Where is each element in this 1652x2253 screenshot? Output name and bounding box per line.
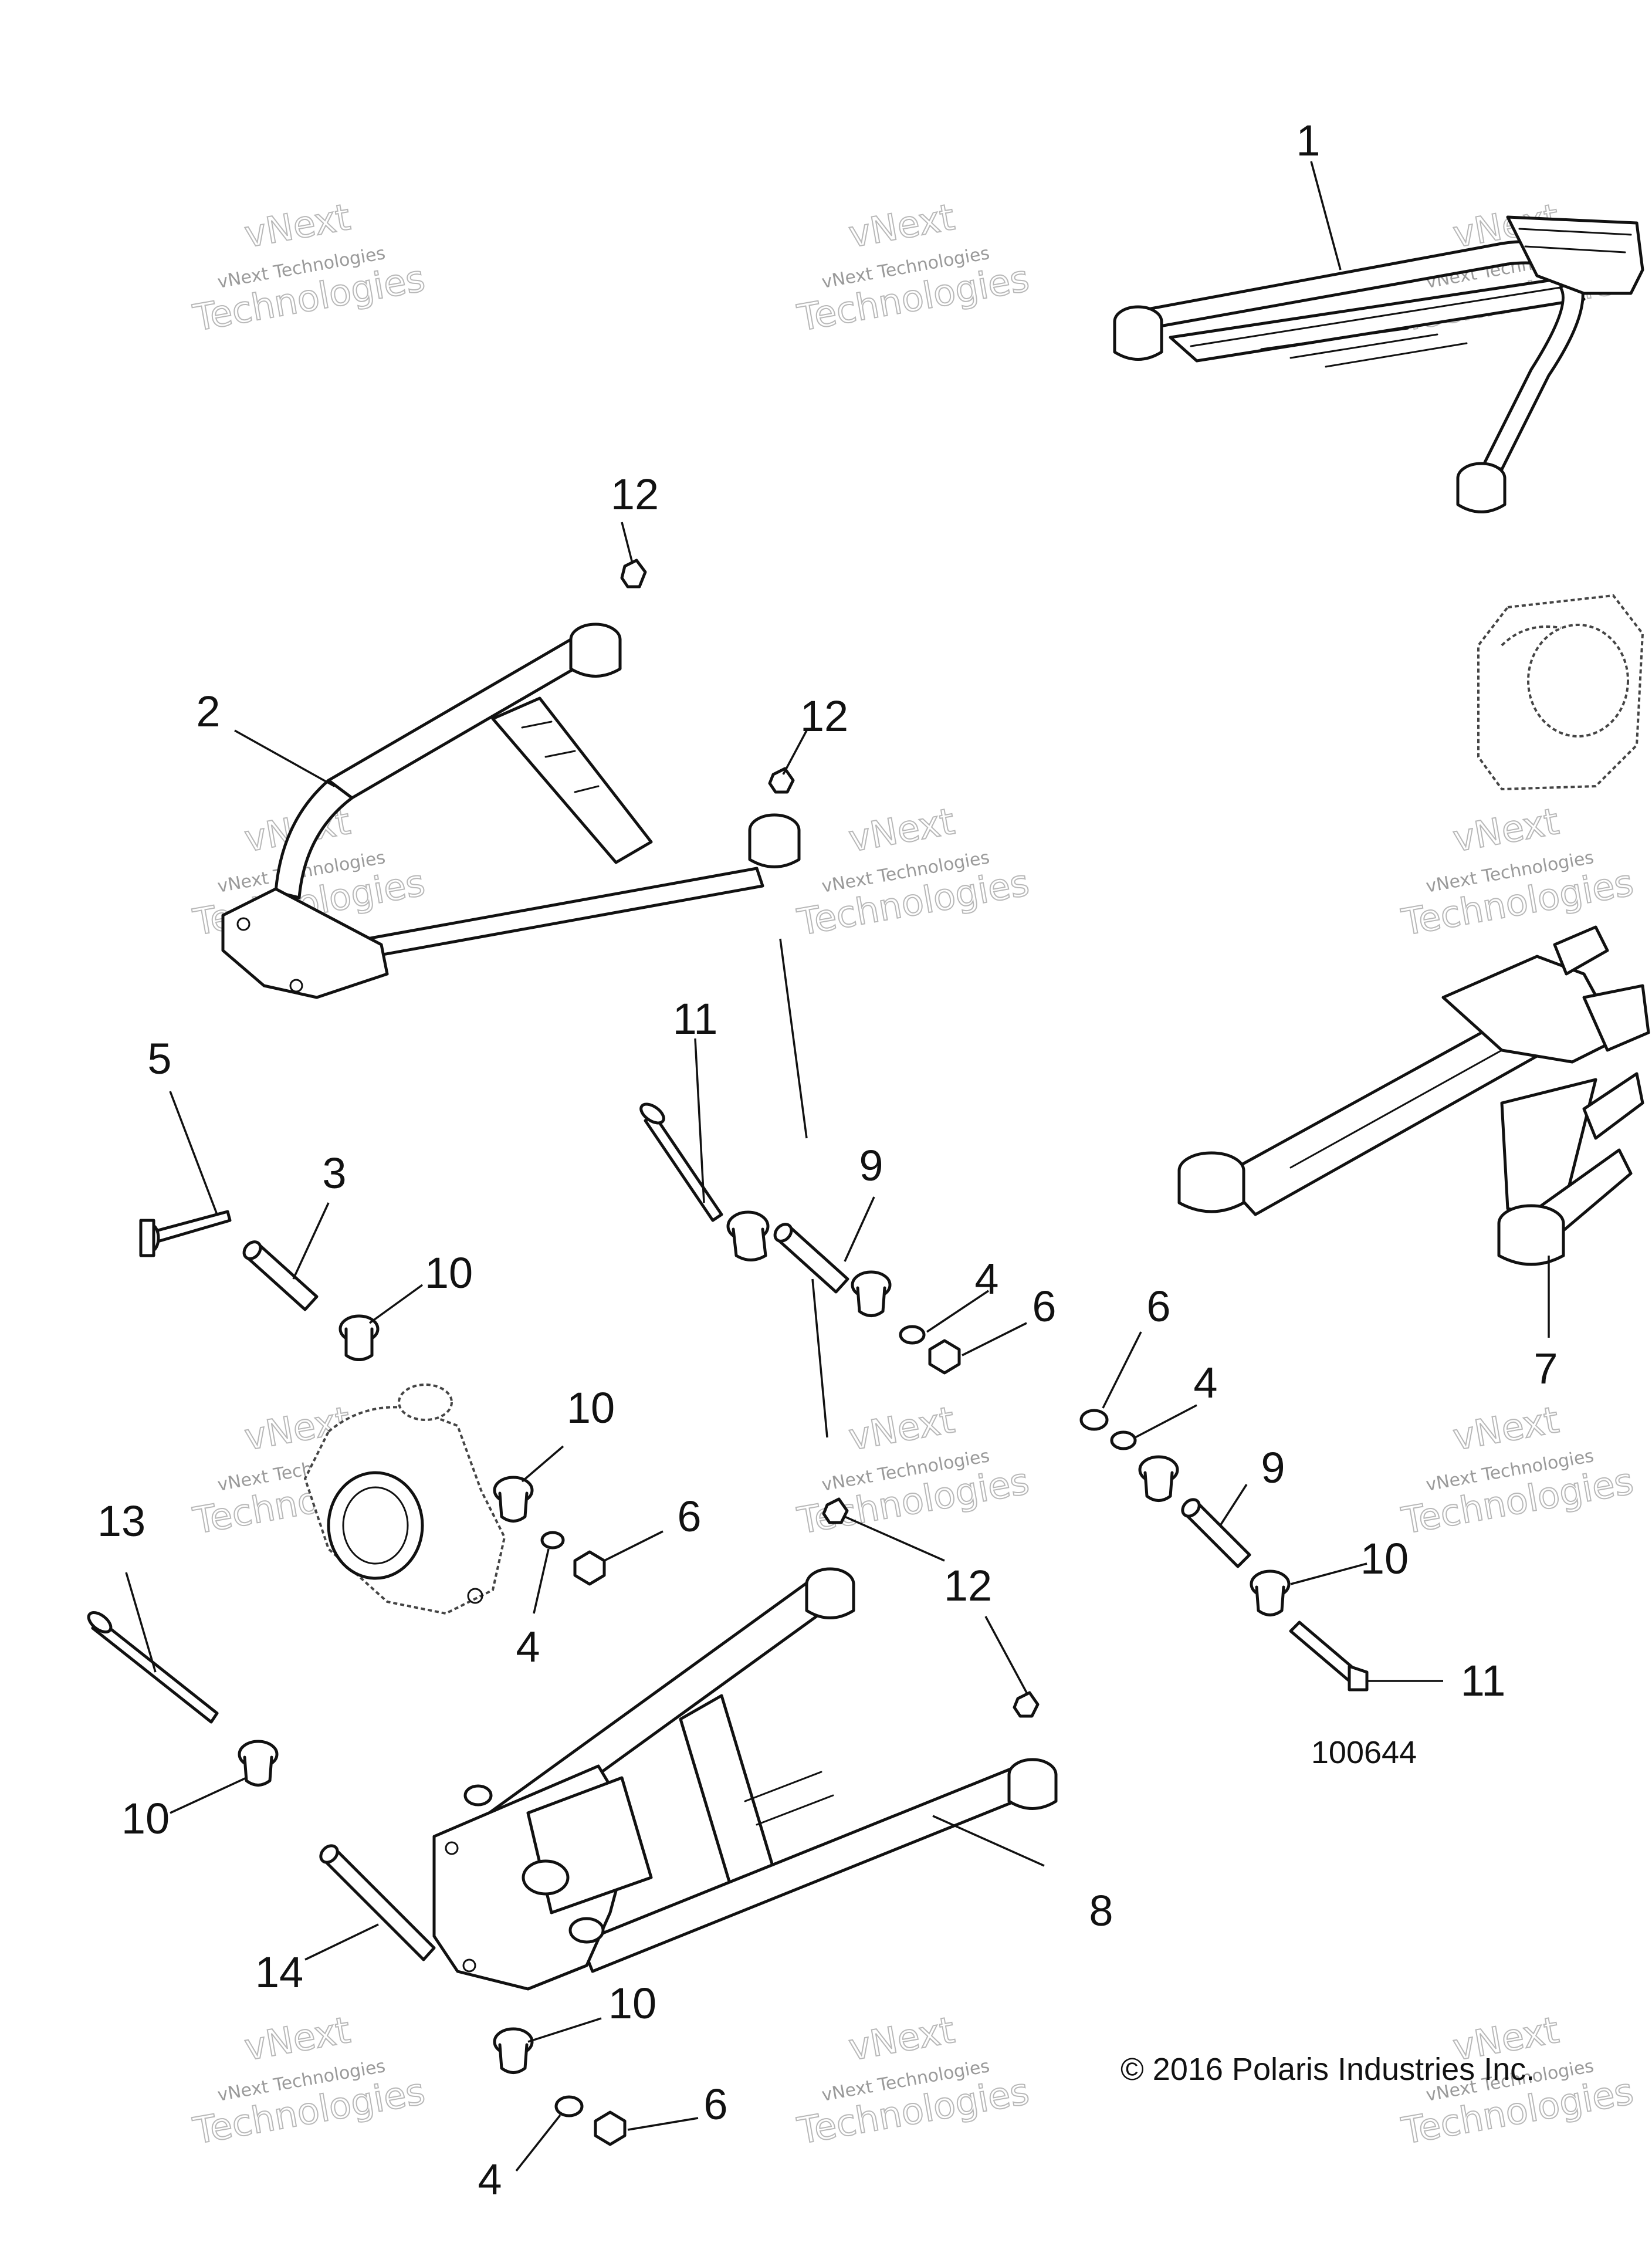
washer-4-a — [899, 1325, 926, 1345]
callout-10-c: 10 — [1360, 1534, 1409, 1583]
grease-fitting-12-d — [1013, 1691, 1040, 1718]
callout-4-a: 4 — [974, 1254, 998, 1303]
sleeve-14 — [319, 1844, 436, 1961]
nut-6-c — [573, 1550, 606, 1586]
callout-4-c: 4 — [516, 1622, 540, 1671]
watermark-line1: vNext — [1450, 800, 1562, 860]
bolt-11-b — [1289, 1621, 1369, 1692]
washer-4-b — [1110, 1430, 1137, 1450]
washer-4-d — [554, 2095, 584, 2117]
sleeve-3 — [242, 1240, 319, 1311]
upper-a-arm-1 — [1113, 215, 1644, 513]
callout-5: 5 — [147, 1034, 171, 1083]
sleeve-9-a — [773, 1223, 849, 1294]
bearing-carrier — [303, 1383, 506, 1615]
callout-6-b: 6 — [1146, 1282, 1170, 1331]
callout-12-a: 12 — [611, 470, 659, 519]
bushing-center — [851, 1270, 892, 1317]
callout-7: 7 — [1533, 1344, 1558, 1393]
bushing-10-b — [1250, 1569, 1291, 1616]
callout-4-d: 4 — [478, 2155, 502, 2204]
callout-13: 13 — [97, 1497, 145, 1545]
copyright: © 2016 Polaris Industries Inc. — [1120, 2052, 1535, 2087]
callout-10-a: 10 — [425, 1249, 473, 1297]
callout-11-b: 11 — [1461, 1656, 1506, 1705]
callout-9-b: 9 — [1261, 1443, 1285, 1492]
bearing-carrier-ghost-upper — [1477, 594, 1644, 791]
watermark-line1: vNext — [845, 2008, 957, 2069]
callout-8: 8 — [1089, 1886, 1113, 1935]
callout-14: 14 — [255, 1948, 303, 1997]
nut-6-a — [928, 1339, 961, 1375]
watermark-line1: vNext — [845, 1398, 957, 1459]
nut-6-d — [594, 2110, 627, 2146]
callout-2: 2 — [196, 687, 220, 736]
figure-number: 100644 — [1311, 1735, 1417, 1770]
callout-11-a: 11 — [673, 994, 718, 1043]
watermark-line1: vNext — [845, 800, 957, 860]
callout-6-d: 6 — [703, 2080, 727, 2129]
callout-10-b: 10 — [567, 1383, 615, 1432]
callout-labels: 1 12 2 12 5 11 3 9 10 4 6 6 4 7 10 9 6 1… — [97, 116, 1558, 2204]
bushing-10-d — [238, 1740, 279, 1787]
lower-a-arm-7 — [1177, 925, 1650, 1266]
bolt-11-a — [639, 1102, 723, 1222]
bushing-right — [1138, 1455, 1179, 1502]
callout-9-a: 9 — [859, 1141, 883, 1190]
bolt-5 — [139, 1210, 232, 1257]
callout-12-c: 12 — [944, 1561, 992, 1610]
callout-4-b: 4 — [1193, 1358, 1217, 1407]
nut-6-b — [1079, 1409, 1109, 1431]
sleeve-9-b — [1181, 1498, 1251, 1568]
grease-fitting-12-c — [822, 1497, 849, 1524]
bushing-10-a — [338, 1314, 380, 1361]
callout-1: 1 — [1296, 116, 1320, 165]
grease-fitting-12-b — [768, 767, 795, 794]
bushing-10-c — [493, 1476, 534, 1523]
grease-fitting-12-a — [620, 559, 647, 588]
leader-lines — [125, 161, 1550, 2172]
watermark-line1: vNext — [241, 2008, 353, 2069]
washer-4-c — [540, 1531, 565, 1550]
lower-a-arm-8 — [432, 1567, 1058, 1991]
callout-3: 3 — [322, 1149, 346, 1197]
watermark-line1: vNext — [1450, 1398, 1562, 1459]
callout-10-d: 10 — [121, 1794, 170, 1843]
callout-12-b: 12 — [800, 692, 848, 740]
watermark-line1: vNext — [241, 195, 353, 256]
bushing-11-a — [726, 1210, 770, 1261]
callout-6-a: 6 — [1032, 1282, 1056, 1331]
callout-6-c: 6 — [677, 1492, 701, 1541]
bolt-13 — [87, 1611, 219, 1724]
callout-10-e: 10 — [608, 1979, 656, 2028]
watermark-line1: vNext — [845, 195, 957, 256]
bushing-10-e — [493, 2027, 534, 2074]
upper-a-arm-2 — [221, 623, 801, 999]
